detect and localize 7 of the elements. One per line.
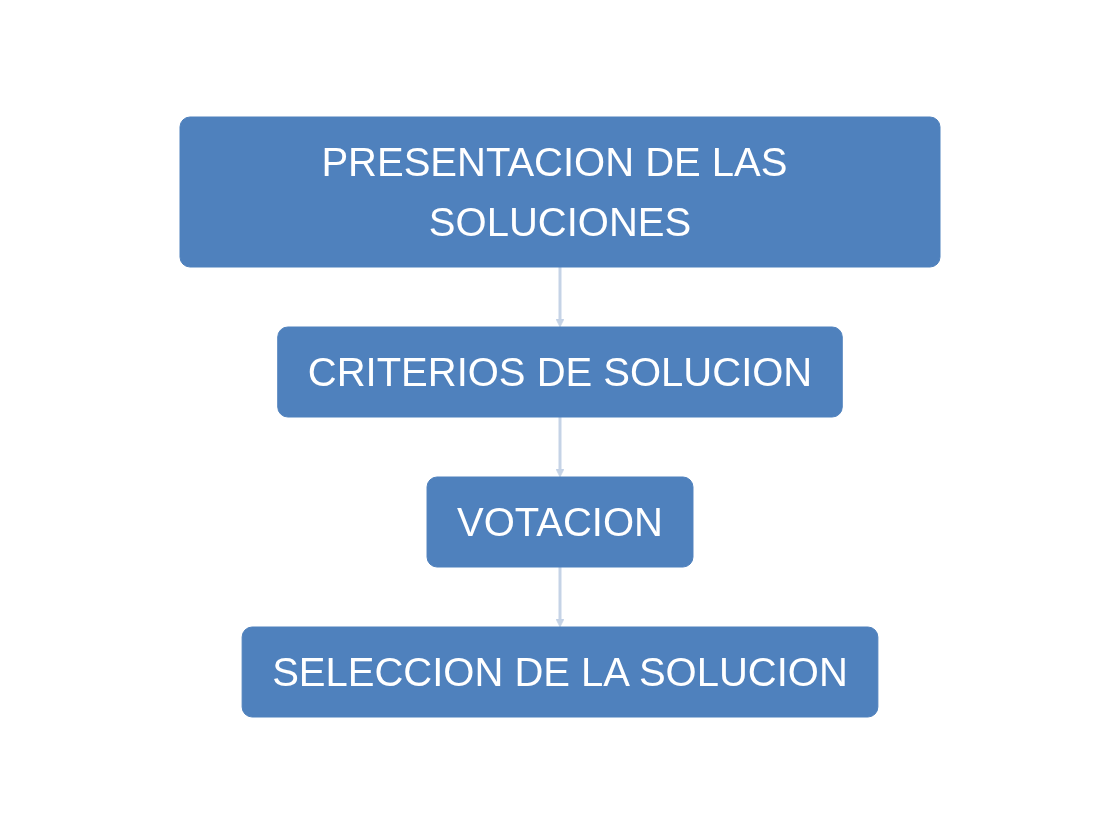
node-box: VOTACION (426, 476, 694, 568)
arrow (555, 267, 565, 328)
node-box: PRESENTACION DE LAS SOLUCIONES (179, 116, 941, 268)
arrow (555, 417, 565, 478)
node-box: CRITERIOS DE SOLUCION (277, 326, 843, 418)
arrow (555, 567, 565, 628)
node-box: SELECCION DE LA SOLUCION (241, 626, 879, 718)
